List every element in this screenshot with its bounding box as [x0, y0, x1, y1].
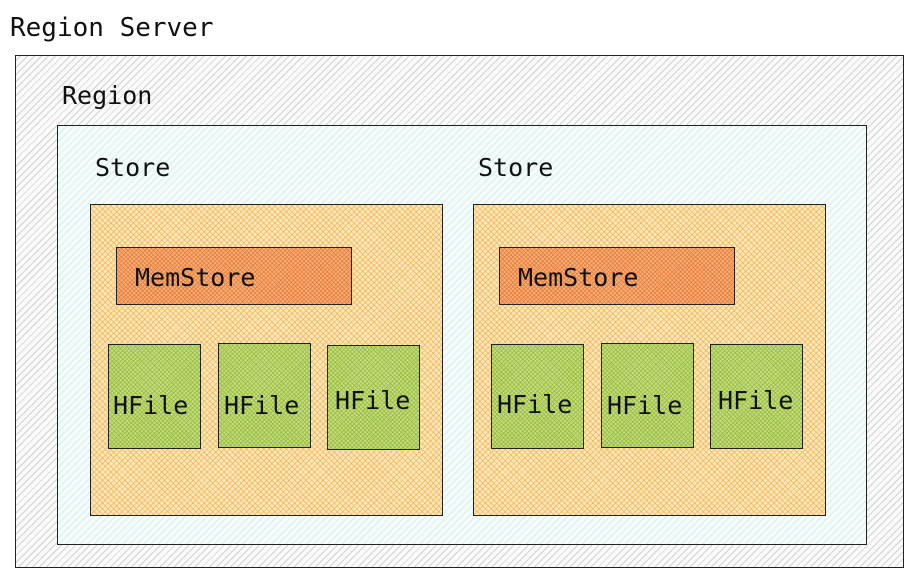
region-server-label: Region Server: [10, 13, 214, 43]
memstore-box: [116, 247, 352, 305]
memstore-box: [499, 247, 735, 305]
hfile-box: [108, 344, 201, 449]
memstore-label: MemStore: [135, 263, 256, 292]
hfile-box: [491, 344, 584, 449]
hfile-box: [601, 343, 694, 448]
hfile-label: HFile: [718, 386, 794, 415]
hfile-box: [327, 345, 420, 450]
store-label: Store: [478, 153, 554, 182]
hfile-box: [218, 343, 311, 448]
store-label: Store: [95, 153, 171, 182]
hfile-label: HFile: [113, 391, 189, 420]
hfile-box: [710, 344, 803, 449]
hfile-label: HFile: [607, 391, 683, 420]
hfile-label: HFile: [497, 390, 573, 419]
region-label: Region: [62, 81, 153, 110]
memstore-label: MemStore: [518, 263, 639, 292]
hfile-label: HFile: [224, 391, 300, 420]
hfile-label: HFile: [335, 386, 411, 415]
